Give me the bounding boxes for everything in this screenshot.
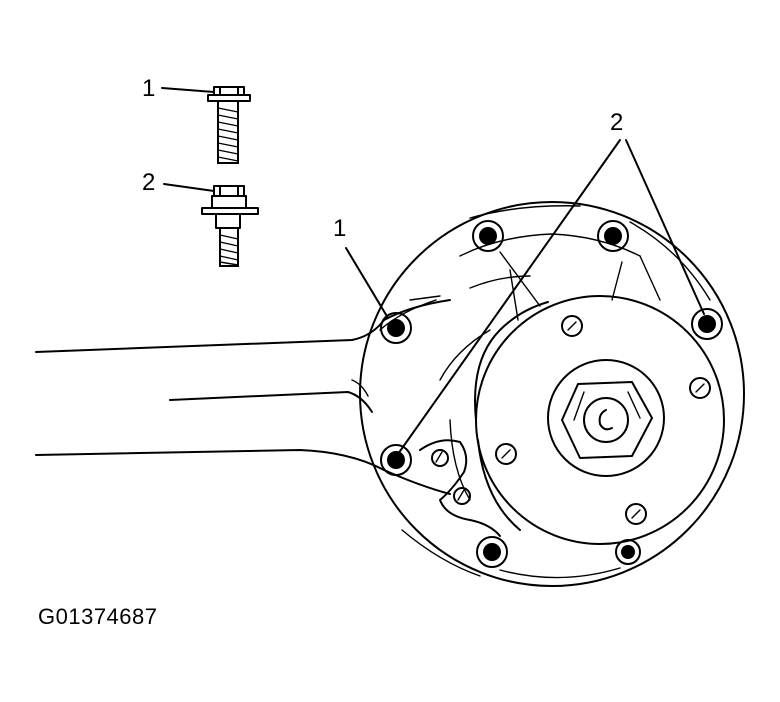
flange-bolt-right	[691, 308, 723, 340]
bolt-type-1	[207, 86, 251, 164]
flange-bolt-top-left	[472, 220, 504, 252]
flange-bolt-bottom-left	[476, 536, 508, 568]
svg-text:1: 1	[142, 75, 155, 102]
callout-1-bolt: 1	[142, 75, 215, 102]
backing-plate	[359, 201, 745, 587]
svg-text:1: 1	[333, 215, 346, 242]
hub-nut	[547, 359, 665, 477]
flange-bolt-left-upper	[380, 312, 412, 344]
bolt-type-2	[201, 185, 259, 267]
flange-bolt-bottom-right	[615, 539, 641, 565]
svg-text:2: 2	[142, 169, 155, 196]
hub-flange	[439, 295, 725, 545]
flange-bolt-left-lower	[380, 444, 412, 476]
figure-id: G01374687	[38, 604, 158, 629]
svg-text:2: 2	[610, 109, 623, 136]
callout-2-flange: 2	[397, 109, 705, 455]
bracket	[419, 439, 501, 537]
flange-bolt-top-right	[597, 220, 629, 252]
callout-1-flange: 1	[333, 215, 389, 319]
callout-2-bolt: 2	[142, 169, 215, 196]
